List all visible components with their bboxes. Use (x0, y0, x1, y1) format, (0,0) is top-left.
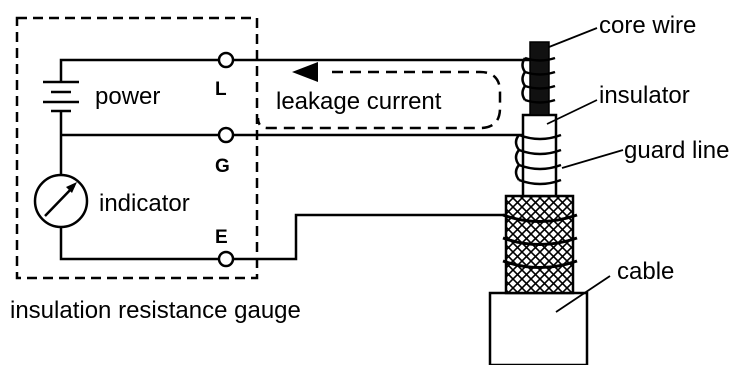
core-wire (529, 41, 550, 116)
label-power: power (95, 83, 160, 110)
terminal-e-label: E (215, 227, 228, 248)
cable-jacket (488, 291, 589, 365)
terminal-g (217, 126, 235, 144)
core-coil (521, 56, 556, 104)
terminal-g-label: G (215, 156, 230, 177)
terminal-l (217, 51, 235, 69)
guard-coil (514, 133, 562, 186)
gauge-enclosure (15, 16, 259, 280)
label-indicator: indicator (99, 190, 190, 217)
external-leads (233, 58, 536, 261)
label-leakage-current: leakage current (276, 88, 442, 115)
terminal-l-label: L (215, 79, 227, 100)
label-cable: cable (617, 258, 674, 285)
gauge-wiring (59, 58, 220, 261)
terminal-e (217, 250, 235, 268)
meter-icon (33, 173, 89, 229)
label-guard-line: guard line (624, 137, 729, 164)
label-core-wire: core wire (599, 12, 696, 39)
label-insulator: insulator (599, 82, 690, 109)
leakage-arrow-icon (292, 62, 318, 82)
shield-coil (502, 213, 578, 269)
label-gauge: insulation resistance gauge (10, 297, 301, 324)
leader-lines (546, 27, 624, 313)
battery-icon (43, 80, 79, 113)
